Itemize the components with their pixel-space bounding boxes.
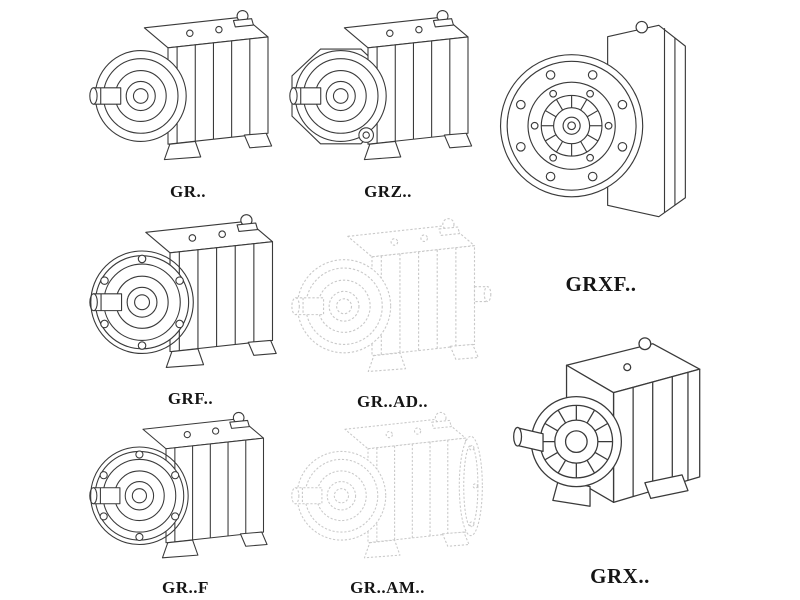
label-grz: GRZ.. — [364, 182, 412, 201]
gearbox-drawing-grz — [288, 6, 488, 179]
label-grx: GRX.. — [590, 564, 650, 588]
figure-grf2 — [88, 408, 283, 576]
gearbox-drawing-gram — [290, 408, 485, 576]
label-gram: GR..AM.. — [350, 578, 425, 597]
figure-grf — [88, 210, 293, 387]
gearbox-drawing-grx — [513, 337, 701, 507]
label-grad: GR..AD.. — [356, 392, 429, 411]
gearbox-drawing-grxf — [499, 20, 686, 218]
gearbox-drawing-grf — [88, 210, 293, 387]
figure-gram — [290, 408, 485, 576]
label-grxf: GRXF.. — [565, 272, 637, 296]
gearbox-drawing-grf2 — [88, 408, 283, 576]
label-grf: GRF.. — [167, 389, 214, 408]
gearbox-drawing-grad — [290, 214, 495, 391]
figure-grxf — [492, 12, 710, 239]
figure-grad — [290, 214, 495, 391]
figure-grz — [288, 6, 488, 179]
gearbox-drawing-gr — [89, 9, 273, 161]
figure-gr — [88, 6, 288, 179]
label-grf2: GR..F — [162, 578, 209, 597]
figure-grx — [498, 330, 733, 536]
label-gr: GR.. — [170, 182, 206, 201]
